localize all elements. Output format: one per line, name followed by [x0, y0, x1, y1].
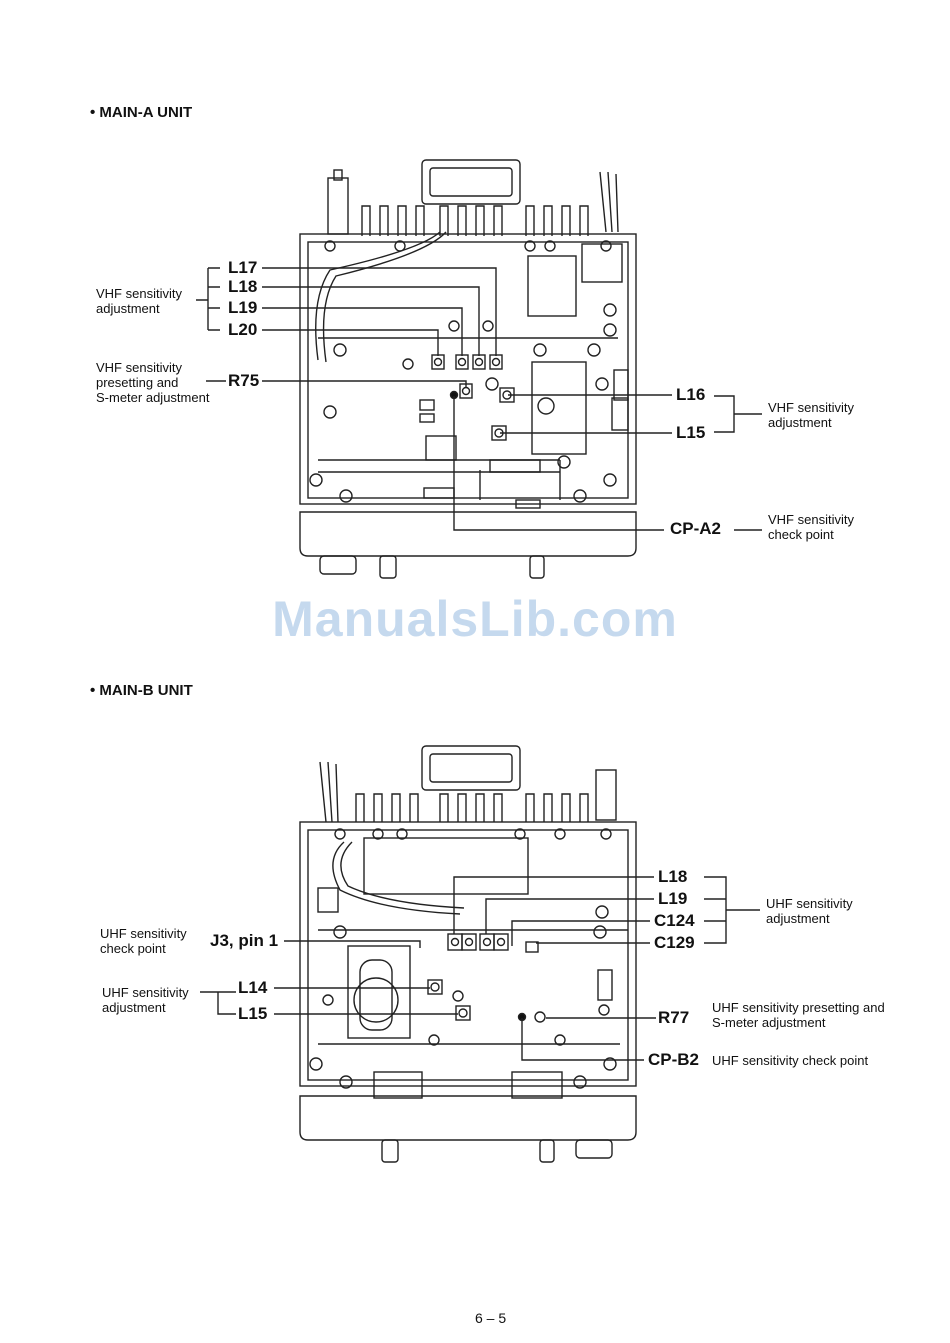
ref-b-CPB2: CP-B2 [648, 1050, 700, 1069]
main-b-title: • MAIN-B UNIT [90, 682, 193, 699]
ref-a-L15: L15 [676, 423, 706, 442]
main-a-title: • MAIN-A UNIT [90, 104, 193, 121]
ref-b-L15: L15 [238, 1004, 268, 1023]
annotation-uhf-preset: UHF sensitivity presetting and S-meter a… [712, 1000, 885, 1030]
ref-a-CPA2: CP-A2 [670, 519, 722, 538]
ref-b-C129: C129 [654, 933, 695, 952]
annotation-vhf-sens-adj-left: VHF sensitivity adjustment [96, 286, 182, 316]
main-a-leaders [196, 267, 762, 531]
ref-a-L19: L19 [228, 298, 258, 317]
ref-b-L18: L18 [658, 867, 688, 886]
annotation-vhf-sens-adj-right: VHF sensitivity adjustment [768, 400, 854, 430]
main-a-chassis [299, 159, 637, 579]
ref-b-L14: L14 [238, 978, 268, 997]
annotation-vhf-check: VHF sensitivity check point [768, 512, 854, 542]
annotation-vhf-preset: VHF sensitivity presetting and S-meter a… [96, 360, 210, 405]
ref-a-L18: L18 [228, 277, 258, 296]
annotation-uhf-sens-adj-right: UHF sensitivity adjustment [766, 896, 853, 926]
ref-b-J3: J3, pin 1 [210, 931, 279, 950]
annotation-uhf-sens-adj-left: UHF sensitivity adjustment [102, 985, 189, 1015]
ref-a-L20: L20 [228, 320, 258, 339]
ref-a-L16: L16 [676, 385, 706, 404]
annotation-uhf-check-right: UHF sensitivity check point [712, 1053, 869, 1068]
ref-b-C124: C124 [654, 911, 695, 930]
ref-a-R75: R75 [228, 371, 260, 390]
ref-a-L17: L17 [228, 258, 258, 277]
page-number: 6 – 5 [475, 1310, 507, 1326]
ref-b-L19: L19 [658, 889, 688, 908]
ref-b-R77: R77 [658, 1008, 690, 1027]
main-b-leaders [200, 876, 760, 1061]
annotation-uhf-check-left: UHF sensitivity check point [100, 926, 187, 956]
main-b-chassis [299, 745, 637, 1163]
watermark: ManualsLib.com [272, 591, 678, 647]
